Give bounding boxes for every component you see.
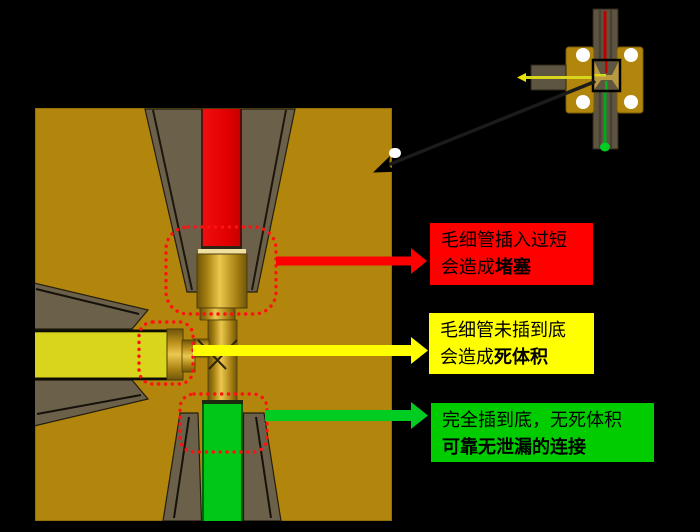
yellow-ferrule-nose xyxy=(181,339,196,373)
screw-hole xyxy=(576,48,590,62)
callout-text-line1: 毛细管未插到底 xyxy=(440,320,566,340)
screw-hole xyxy=(624,95,638,109)
yellow-ferrule-collar xyxy=(166,328,184,381)
red-capillary xyxy=(201,109,242,249)
screw-hole xyxy=(576,95,590,109)
overview-red-capillary xyxy=(603,11,607,61)
callout-box-blockage: 毛细管插入过短 会造成堵塞 xyxy=(430,223,593,285)
main-cross-section-diagram xyxy=(35,108,392,521)
overview-junction-highlight xyxy=(591,58,622,93)
overview-green-capillary-end xyxy=(600,142,610,152)
callout-text-line1: 完全插到底，无死体积 xyxy=(442,410,622,430)
yellow-capillary xyxy=(35,328,196,381)
callout-box-leak-free: 完全插到底，无死体积 可靠无泄漏的连接 xyxy=(431,403,654,462)
overview-yellow-capillary-end xyxy=(517,73,526,82)
callout-text-line2: 会造成堵塞 xyxy=(441,257,531,277)
callout-text-line2: 可靠无泄漏的连接 xyxy=(442,437,586,457)
callout-text-line2: 会造成死体积 xyxy=(440,347,548,367)
left-port-cone xyxy=(35,282,150,427)
callout-box-dead-volume: 毛细管未插到底 会造成死体积 xyxy=(429,313,594,374)
fitting-overview-diagram xyxy=(517,8,644,152)
green-capillary xyxy=(202,400,243,521)
screw-hole xyxy=(624,48,638,62)
overview-green-capillary xyxy=(603,90,607,145)
callout-text-line1: 毛细管插入过短 xyxy=(441,230,567,250)
